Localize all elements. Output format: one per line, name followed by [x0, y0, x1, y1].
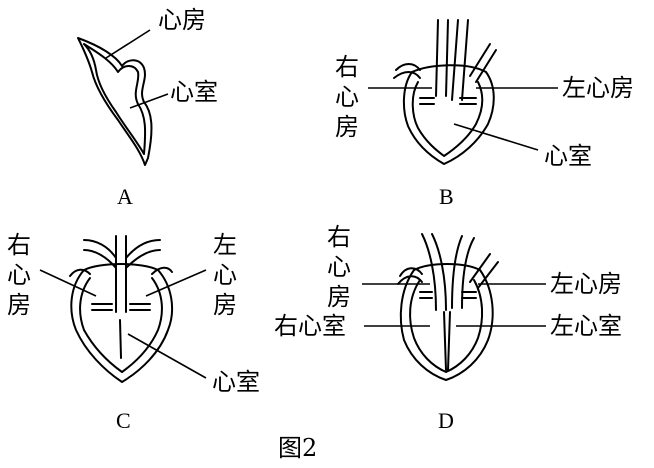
panel-b-letter: B — [439, 186, 454, 208]
label-a-ventricle: 心室 — [170, 80, 218, 104]
heart-a-drawing — [78, 30, 168, 165]
heart-d-top-wall — [414, 264, 480, 270]
label-b-left-atrium: 左心房 — [562, 76, 634, 100]
heart-a-outer-wall — [78, 38, 151, 165]
heart-c-atrial-septum — [92, 304, 150, 310]
label-c-right-atrium: 右心房 — [6, 230, 32, 320]
heart-b-vessel-right — [470, 44, 496, 82]
heart-c-ventricular-septum — [120, 320, 121, 358]
heart-d-vessel-right — [470, 254, 498, 288]
heart-c-vessel-branch-right — [126, 240, 160, 268]
label-d-left-atrium: 左心房 — [550, 272, 622, 296]
heart-c-top-wall — [84, 264, 158, 270]
heart-c-vessel-trunk — [116, 236, 126, 312]
label-d-right-atrium: 右心房 — [326, 222, 352, 312]
label-a-atrium: 心房 — [158, 8, 206, 32]
label-b-right-atrium: 右心房 — [334, 52, 360, 142]
label-b-ventricle: 心室 — [544, 144, 592, 168]
label-d-right-ventricle: 右心室 — [274, 314, 346, 338]
figure-caption: 图2 — [278, 436, 317, 460]
heart-d-atrial-septum — [420, 292, 476, 298]
label-c-left-atrium: 左心房 — [212, 230, 238, 320]
heart-c-drawing — [40, 236, 206, 382]
heart-c-vessel-branch-left — [84, 240, 116, 268]
label-d-left-ventricle: 左心室 — [550, 314, 622, 338]
heart-b-vessel-center — [452, 20, 468, 100]
heart-d-drawing — [362, 234, 546, 380]
heart-b-septum — [420, 98, 476, 104]
label-c-ventricle: 心室 — [212, 370, 260, 394]
heart-d-ventricular-septum — [444, 312, 450, 370]
heart-b-vessel-left — [436, 20, 448, 96]
panel-d-letter: D — [438, 410, 454, 432]
heart-b-drawing — [368, 20, 558, 164]
panel-a-letter: A — [117, 186, 133, 208]
heart-a-atrium-leader — [106, 30, 150, 58]
panel-c-letter: C — [116, 410, 131, 432]
